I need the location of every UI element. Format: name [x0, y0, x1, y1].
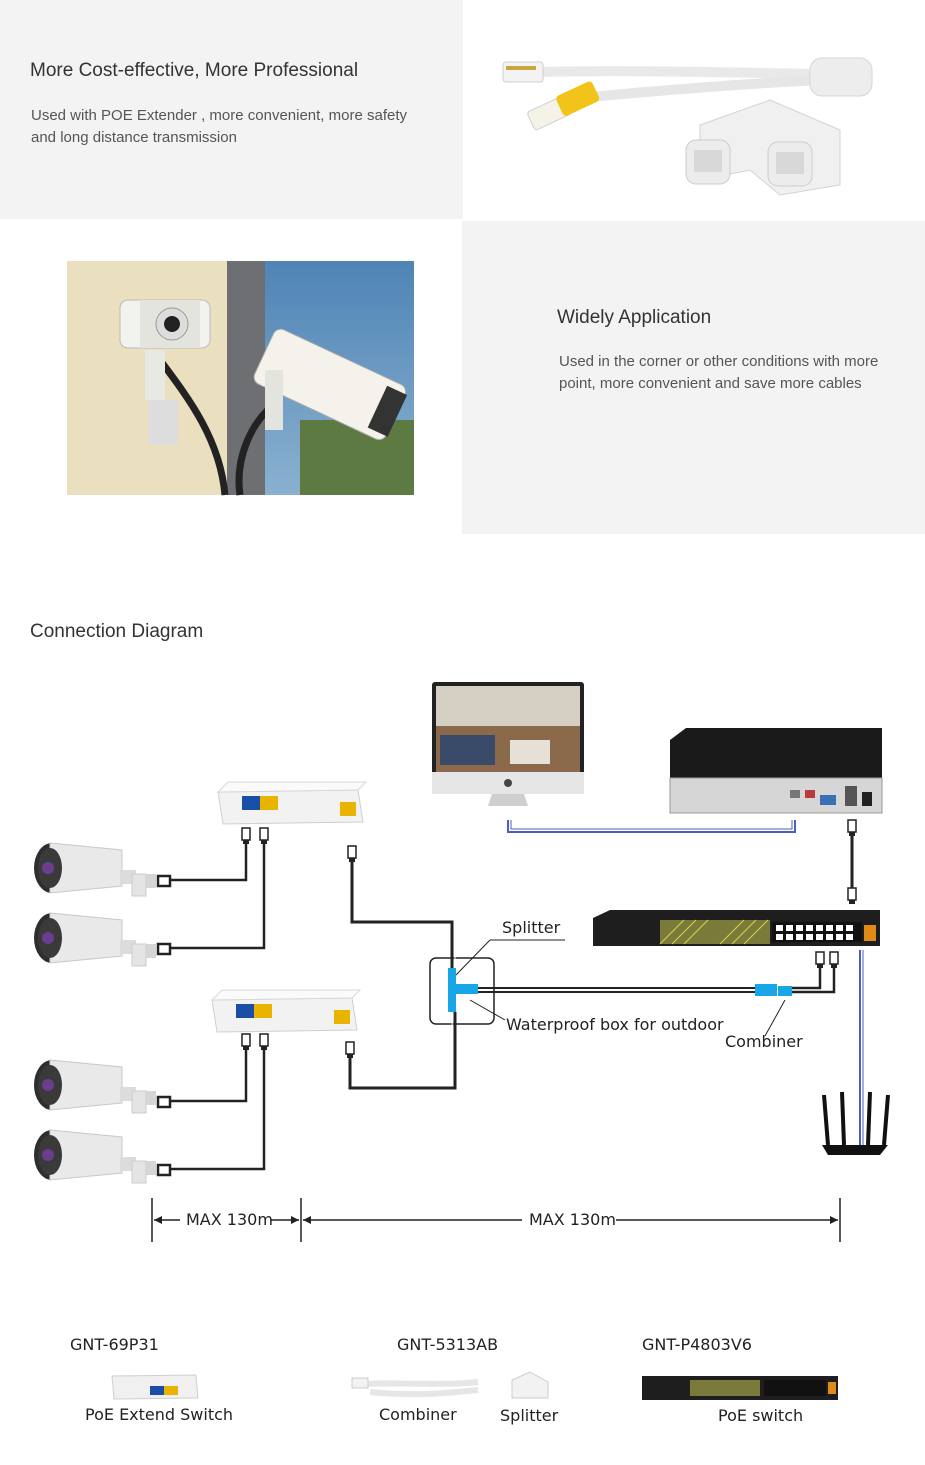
product-model-poe-switch: GNT-P4803V6 — [642, 1335, 752, 1354]
product-model-extend-switch: GNT-69P31 — [70, 1335, 159, 1354]
splitter-label: Splitter — [502, 918, 561, 937]
feature-title-cost: More Cost-effective, More Professional — [30, 60, 359, 81]
distance-left-label: MAX 130m — [186, 1210, 273, 1229]
product-name-extend-switch: PoE Extend Switch — [85, 1405, 234, 1424]
feature-panel-application — [462, 221, 925, 534]
product-name-splitter: Splitter — [500, 1406, 559, 1425]
feature-panel-cost — [0, 0, 463, 219]
feature-title-application: Widely Application — [557, 307, 712, 328]
distance-right-label: MAX 130m — [529, 1210, 616, 1229]
feature-text-cost: Used with POE Extender , more convenient… — [31, 107, 408, 146]
combiner-label: Combiner — [725, 1032, 803, 1051]
waterproof-box-label: Waterproof box for outdoor — [506, 1015, 724, 1034]
product-model-combiner: GNT-5313AB — [397, 1335, 499, 1354]
feature-text-application: Used in the corner or other conditions w… — [559, 353, 879, 392]
diagram-heading: Connection Diagram — [30, 621, 204, 642]
product-name-combiner: Combiner — [379, 1405, 457, 1424]
product-name-poe-switch: PoE switch — [718, 1406, 804, 1425]
